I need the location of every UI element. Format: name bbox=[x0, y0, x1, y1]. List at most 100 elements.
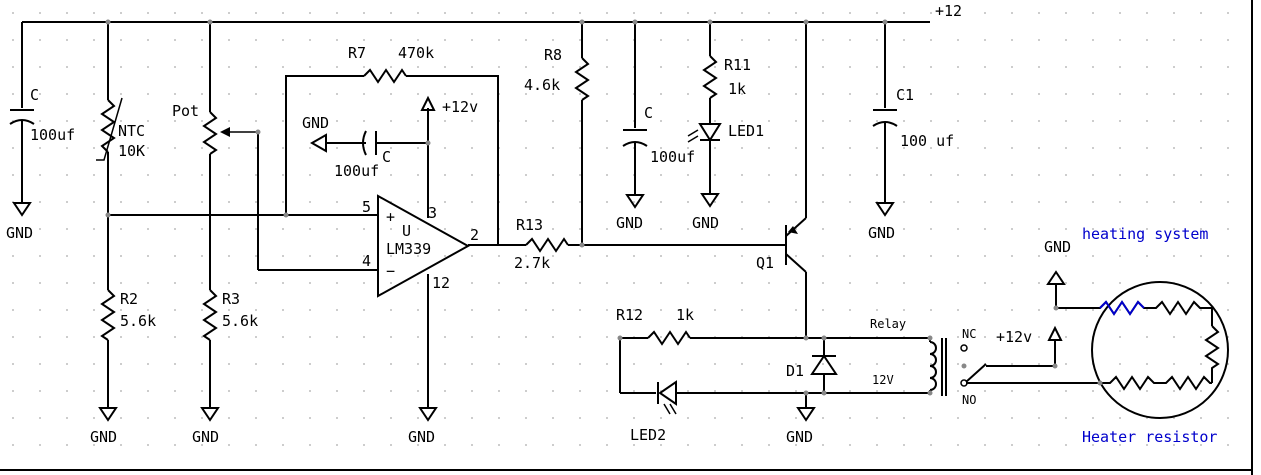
opamp-minus-sign: − bbox=[386, 262, 395, 280]
grid-dot bbox=[849, 174, 851, 176]
grid-dot bbox=[1092, 417, 1094, 419]
heating-system-label: heating system bbox=[1082, 225, 1208, 243]
grid-dot bbox=[741, 39, 743, 41]
grid-dot bbox=[1092, 255, 1094, 257]
grid-dot bbox=[417, 363, 419, 365]
grid-dot bbox=[444, 336, 446, 338]
grid-dot bbox=[1092, 147, 1094, 149]
grid-dot bbox=[255, 228, 257, 230]
grid-dot bbox=[39, 336, 41, 338]
grid-dot bbox=[984, 66, 986, 68]
grid-dot bbox=[228, 309, 230, 311]
grid-dot bbox=[201, 12, 203, 14]
grid-dot bbox=[363, 309, 365, 311]
grid-dot bbox=[93, 93, 95, 95]
grid-dot bbox=[1146, 363, 1148, 365]
grid-dot bbox=[930, 12, 932, 14]
grid-dot bbox=[957, 228, 959, 230]
gnd-label-r2: GND bbox=[90, 428, 117, 446]
grid-dot bbox=[120, 39, 122, 41]
grid-dot bbox=[1200, 66, 1202, 68]
grid-dot bbox=[984, 147, 986, 149]
resistor-r8: R8 4.6k bbox=[524, 22, 590, 245]
grid-dot bbox=[39, 282, 41, 284]
grid-dot bbox=[795, 66, 797, 68]
junction-dot bbox=[579, 242, 585, 248]
grid-dot bbox=[66, 147, 68, 149]
grid-dot bbox=[741, 120, 743, 122]
grid-dot bbox=[66, 120, 68, 122]
grid-dot bbox=[1200, 147, 1202, 149]
grid-dot bbox=[876, 120, 878, 122]
grid-dot bbox=[282, 228, 284, 230]
ntc-value: 10K bbox=[118, 142, 145, 160]
grid-dot bbox=[390, 120, 392, 122]
grid-dot bbox=[606, 120, 608, 122]
grid-dot bbox=[1092, 174, 1094, 176]
grid-dot bbox=[147, 120, 149, 122]
grid-dot bbox=[255, 309, 257, 311]
grid-dot bbox=[309, 39, 311, 41]
grid-dot bbox=[1065, 390, 1067, 392]
grid-dot bbox=[174, 12, 176, 14]
grid-dot bbox=[552, 201, 554, 203]
grid-dot bbox=[579, 12, 581, 14]
grid-dot bbox=[1119, 444, 1121, 446]
grid-dot bbox=[768, 66, 770, 68]
grid-dot bbox=[1065, 120, 1067, 122]
c-left-value: 100uf bbox=[30, 126, 75, 144]
grid-dot bbox=[633, 201, 635, 203]
junction-dot bbox=[1052, 363, 1058, 369]
grid-dot bbox=[957, 363, 959, 365]
grid-dot bbox=[1011, 390, 1013, 392]
grid-dot bbox=[606, 363, 608, 365]
grid-dot bbox=[498, 336, 500, 338]
ntc-name: NTC bbox=[118, 122, 145, 140]
grid-dot bbox=[93, 417, 95, 419]
capacitor-c-left: C 100uf GND bbox=[6, 22, 75, 242]
grid-dot bbox=[174, 282, 176, 284]
grid-dot bbox=[579, 309, 581, 311]
grid-dot bbox=[228, 12, 230, 14]
grid-dot bbox=[417, 282, 419, 284]
diode-d1: D1 GND bbox=[786, 338, 838, 446]
grid-dot bbox=[1011, 174, 1013, 176]
grid-dot bbox=[984, 336, 986, 338]
grid-dot bbox=[471, 228, 473, 230]
grid-dot bbox=[1011, 12, 1013, 14]
grid-dot bbox=[795, 39, 797, 41]
grid-dot bbox=[336, 228, 338, 230]
grid-dot bbox=[282, 120, 284, 122]
grid-dot bbox=[714, 282, 716, 284]
r8-name: R8 bbox=[544, 46, 562, 64]
grid-dot bbox=[147, 390, 149, 392]
grid-dot bbox=[984, 417, 986, 419]
grid-dot bbox=[228, 336, 230, 338]
grid-dot bbox=[120, 66, 122, 68]
grid-dot bbox=[1092, 282, 1094, 284]
grid-dot bbox=[984, 228, 986, 230]
q1-name: Q1 bbox=[756, 254, 774, 272]
grid-dot bbox=[741, 255, 743, 257]
grid-dot bbox=[552, 174, 554, 176]
grid-dot bbox=[471, 93, 473, 95]
grid-dot bbox=[282, 282, 284, 284]
grid-dot bbox=[1173, 147, 1175, 149]
capacitor-c-opamp: GND C 100uf bbox=[302, 114, 428, 180]
grid-dot bbox=[444, 66, 446, 68]
grid-dot bbox=[633, 417, 635, 419]
grid-dot bbox=[984, 309, 986, 311]
grid-dot bbox=[471, 417, 473, 419]
grid-dot bbox=[390, 363, 392, 365]
capacitor-c-mid: C 100uf GND bbox=[616, 22, 695, 232]
grid-dot bbox=[228, 282, 230, 284]
grid-dot bbox=[417, 228, 419, 230]
grid-dot bbox=[66, 228, 68, 230]
grid-dot bbox=[1146, 309, 1148, 311]
gnd-label-opamp: GND bbox=[408, 428, 435, 446]
grid-dot bbox=[228, 390, 230, 392]
grid-dot bbox=[120, 201, 122, 203]
grid-dot bbox=[849, 66, 851, 68]
grid-dot bbox=[1065, 39, 1067, 41]
grid-dot bbox=[660, 66, 662, 68]
